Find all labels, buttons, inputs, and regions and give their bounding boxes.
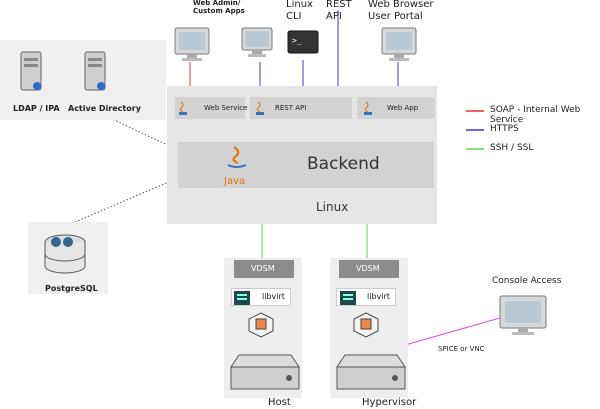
postgresql-db-icon <box>42 232 88 282</box>
host-server-icon <box>229 345 301 399</box>
web-admin-monitor-icon <box>173 26 211 66</box>
host-libvirt-label: libvirt <box>262 292 285 301</box>
hypervisor-vdsm-box <box>339 260 399 278</box>
ldap-server-icon <box>18 50 44 98</box>
ldap-label: LDAP / IPA <box>13 104 60 113</box>
hypervisor-libvirt-label: libvirt <box>367 292 390 301</box>
host-vdsm-box <box>234 260 294 278</box>
postgres-link <box>74 177 179 223</box>
web-service-label: Web Service <box>204 104 248 112</box>
backend-label: Backend <box>307 154 380 174</box>
rest-api-box-label: REST API <box>275 104 307 112</box>
java-logo-icon <box>225 145 249 175</box>
ad-server-icon <box>82 50 108 98</box>
linux-cli-label: Linux CLI <box>286 0 313 22</box>
hypervisor-server-icon <box>335 345 407 399</box>
browser-monitor-icon <box>380 26 418 66</box>
linux-label: Linux <box>316 200 349 214</box>
hypervisor-libvirt-icon <box>340 290 356 309</box>
legend-label-https: HTTPS <box>490 124 519 134</box>
java-word: Java <box>224 176 246 187</box>
legend-label-ssh: SSH / SSL <box>490 143 534 153</box>
cli-monitor-icon <box>240 26 274 62</box>
web-app-label: Web App <box>387 104 419 112</box>
postgresql-label: PostgreSQL <box>45 284 98 293</box>
web-browser-label: Web Browser User Portal <box>368 0 434 22</box>
web-service-box <box>175 97 245 119</box>
hypervisor-vdsm-label: VDSM <box>356 264 380 273</box>
console-access-label: Console Access <box>492 276 562 286</box>
spice-vnc-label: SPICE or VNC <box>438 345 485 353</box>
host-vdsm-label: VDSM <box>251 264 275 273</box>
java-small-icon-2 <box>255 100 265 116</box>
svg-text:>_: >_ <box>292 36 302 45</box>
backend-box <box>178 142 434 188</box>
spice-line <box>404 317 501 346</box>
terminal-icon: >_ <box>287 30 319 60</box>
hypervisor-vm-cube-icon <box>353 312 379 342</box>
rest-api-label: REST API <box>326 0 352 22</box>
java-small-icon <box>178 100 188 116</box>
host-libvirt-icon <box>234 290 250 309</box>
java-small-icon-3 <box>363 100 373 116</box>
web-admin-label: Web Admin/ Custom Apps <box>193 0 245 16</box>
console-monitor-icon <box>498 294 548 342</box>
host-label: Host <box>268 397 291 408</box>
hypervisor-label: Hypervisor <box>362 397 417 408</box>
host-vm-cube-icon <box>248 312 274 342</box>
web-app-box <box>357 97 435 119</box>
legend-label-soap: SOAP - Internal Web Service <box>490 105 581 126</box>
rest-api-box <box>250 97 352 119</box>
ad-label: Active Directory <box>68 104 141 113</box>
